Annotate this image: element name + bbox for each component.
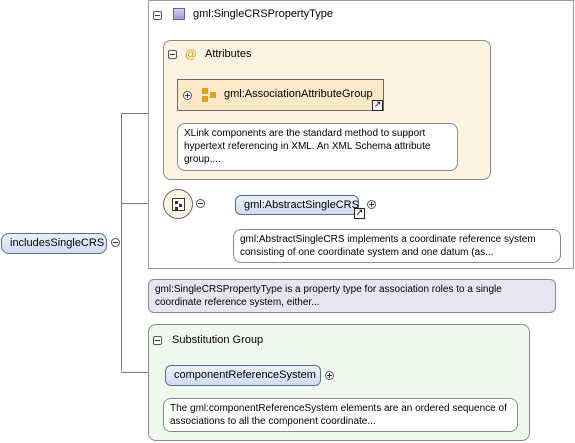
type-description: gml:SingleCRSPropertyType is a property … [148,279,556,313]
connector-root-to-type [121,113,122,371]
expand-component-reference-system-toggle[interactable] [325,371,334,380]
arrow-link-icon[interactable]: ↗ [354,208,365,219]
type-panel-title: gml:SingleCRSPropertyType [193,8,334,20]
abstract-single-crs-description: gml:AbstractSingleCRS implements a coord… [233,229,561,263]
at-sign-icon: @ [185,47,197,61]
connector-bottom-horizontal [121,372,165,373]
collapse-sequence-toggle[interactable] [196,199,205,208]
collapse-substitution-toggle[interactable] [153,336,162,345]
component-reference-system-name: componentReferenceSystem [174,369,316,381]
root-element-node[interactable]: includesSingleCRS [1,233,107,254]
attribute-group-icon [202,88,216,102]
collapse-attributes-toggle[interactable] [168,50,177,59]
arrow-link-icon[interactable]: ↗ [372,100,383,111]
component-reference-system-node[interactable]: componentReferenceSystem [165,365,321,386]
substitution-group-title: Substitution Group [172,334,264,346]
connector-sequence [121,203,165,204]
abstract-single-crs-name: gml:AbstractSingleCRS [244,199,359,211]
attributes-title: Attributes [205,48,252,60]
expand-attribute-group-toggle[interactable] [183,91,192,100]
attribute-group-node[interactable]: gml:AssociationAttributeGroup ↗ [177,79,384,111]
root-element-name: includesSingleCRS [10,237,105,249]
component-reference-system-description: The gml:componentReferenceSystem element… [163,398,518,432]
collapse-type-toggle[interactable] [153,11,162,20]
connector-top-horizontal [121,113,148,114]
attribute-group-name: gml:AssociationAttributeGroup [224,88,373,100]
sequence-compositor-icon[interactable] [163,189,193,219]
substitution-group-panel: Substitution Group componentReferenceSys… [148,324,530,441]
abstract-single-crs-node[interactable]: gml:AbstractSingleCRS [235,195,359,215]
attribute-group-description: XLink components are the standard method… [177,123,458,171]
attributes-panel: @ Attributes gml:AssociationAttributeGro… [163,40,491,180]
complex-type-icon [173,8,185,20]
expand-abstract-single-crs-toggle[interactable] [367,200,376,209]
type-panel: gml:SingleCRSPropertyType @ Attributes g… [148,0,574,269]
collapse-root-toggle[interactable] [111,238,120,247]
